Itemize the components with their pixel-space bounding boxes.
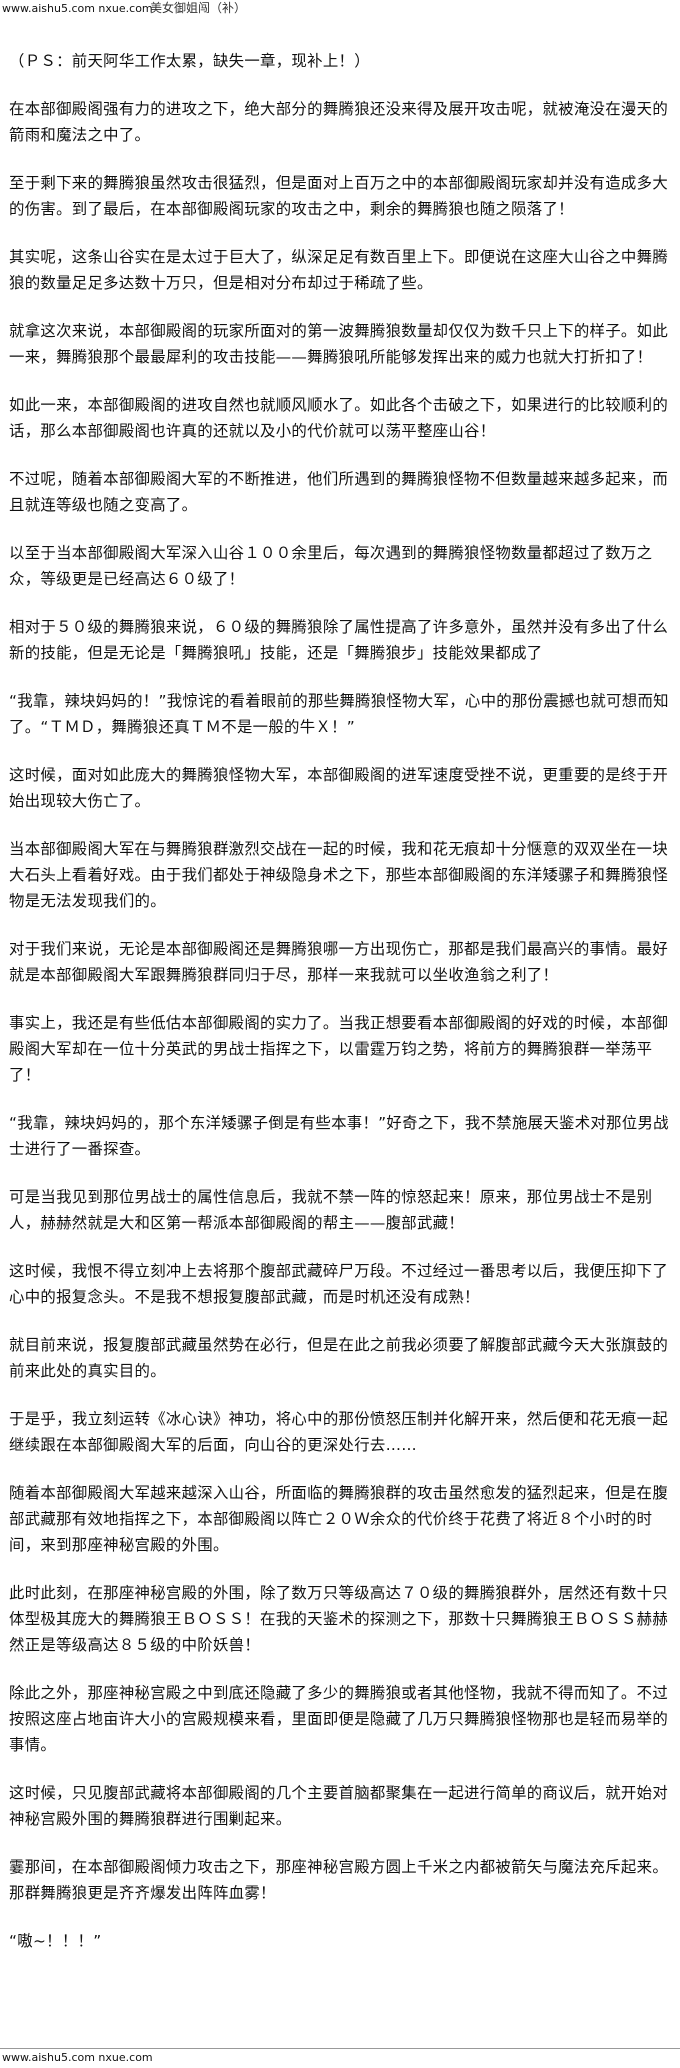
paragraph: 随着本部御殿阁大军越来越深入山谷，所面临的舞腾狼群的攻击虽然愈发的猛烈起来，但是… — [9, 1484, 669, 1554]
paragraph: 相对于５０级的舞腾狼来说，６０级的舞腾狼除了属性提高了许多意外，虽然并没有多出了… — [9, 618, 669, 662]
paragraph: 当本部御殿阁大军在与舞腾狼群激烈交战在一起的时候，我和花无痕却十分惬意的双双坐在… — [9, 840, 669, 910]
paragraph: 于是乎，我立刻运转《冰心诀》神功，将心中的那份愤怒压制并化解开来，然后便和花无痕… — [9, 1410, 669, 1454]
header-site-url: www.aishu5.com nxue.com — [2, 2, 153, 15]
page-header: www.aishu5.com nxue.com 美女御姐闯（补） — [0, 0, 680, 22]
paragraph: 以至于当本部御殿阁大军深入山谷１００余里后，每次遇到的舞腾狼怪物数量都超过了数万… — [9, 544, 653, 588]
paragraph: 这时候，只见腹部武藏将本部御殿阁的几个主要首脑都聚集在一起进行简单的商议后，就开… — [9, 1784, 669, 1828]
paragraph: “嗷~！！！” — [9, 1932, 102, 1950]
paragraph: 就目前来说，报复腹部武藏虽然势在必行，但是在此之前我必须要了解腹部武藏今天大张旗… — [9, 1336, 669, 1380]
paragraph: 其实呢，这条山谷实在是太过于巨大了，纵深足足有数百里上下。即便说在这座大山谷之中… — [9, 248, 669, 292]
paragraph: 不过呢，随着本部御殿阁大军的不断推进，他们所遇到的舞腾狼怪物不但数量越来越多起来… — [9, 470, 669, 514]
paragraph: 对于我们来说，无论是本部御殿阁还是舞腾狼哪一方出现伤亡，那都是我们最高兴的事情。… — [9, 940, 669, 984]
paragraph: 霎那间，在本部御殿阁倾力攻击之下，那座神秘宫殿方圆上千米之内都被箭矢与魔法充斥起… — [9, 1858, 669, 1902]
paragraph: 这时候，我恨不得立刻冲上去将那个腹部武藏碎尸万段。不过经过一番思考以后，我便压抑… — [9, 1262, 669, 1306]
chapter-title: 美女御姐闯（补） — [150, 1, 247, 15]
paragraph: 除此之外，那座神秘宫殿之中到底还隐藏了多少的舞腾狼或者其他怪物，我就不得而知了。… — [9, 1684, 669, 1754]
paragraph: 事实上，我还是有些低估本部御殿阁的实力了。当我正想要看本部御殿阁的好戏的时候，本… — [9, 1014, 669, 1084]
paragraph: 就拿这次来说，本部御殿阁的玩家所面对的第一波舞腾狼数量却仅仅为数千只上下的样子。… — [9, 322, 669, 366]
paragraph: 可是当我见到那位男战士的属性信息后，我就不禁一阵的惊怒起来！原来，那位男战士不是… — [9, 1188, 653, 1232]
chapter-body: （ＰＳ：前天阿华工作太累，缺失一章，现补上！） 在本部御殿阁强有力的进攻之下，绝… — [9, 48, 673, 1976]
paragraph: 此时此刻，在那座神秘宫殿的外围，除了数万只等级高达７０级的舞腾狼群外，居然还有数… — [9, 1584, 669, 1654]
paragraph: 如此一来，本部御殿阁的进攻自然也就顺风顺水了。如此各个击破之下，如果进行的比较顺… — [9, 396, 669, 440]
paragraph: “我靠，辣块妈妈的，那个东洋矮骡子倒是有些本事！”好奇之下，我不禁施展天鉴术对那… — [9, 1114, 669, 1158]
page-footer: www.aishu5.com nxue.com — [0, 2048, 680, 2068]
paragraph: 至于剩下来的舞腾狼虽然攻击很猛烈，但是面对上百万之中的本部御殿阁玩家却并没有造成… — [9, 174, 669, 218]
paragraph: 在本部御殿阁强有力的进攻之下，绝大部分的舞腾狼还没来得及展开攻击呢，就被淹没在漫… — [9, 100, 669, 144]
paragraph: “我靠，辣块妈妈的！”我惊诧的看着眼前的那些舞腾狼怪物大军，心中的那份震撼也就可… — [9, 692, 669, 736]
paragraph: （ＰＳ：前天阿华工作太累，缺失一章，现补上！） — [9, 52, 370, 70]
footer-site-url: www.aishu5.com nxue.com — [2, 2051, 153, 2064]
paragraph: 这时候，面对如此庞大的舞腾狼怪物大军，本部御殿阁的进军速度受挫不说，更重要的是终… — [9, 766, 669, 810]
